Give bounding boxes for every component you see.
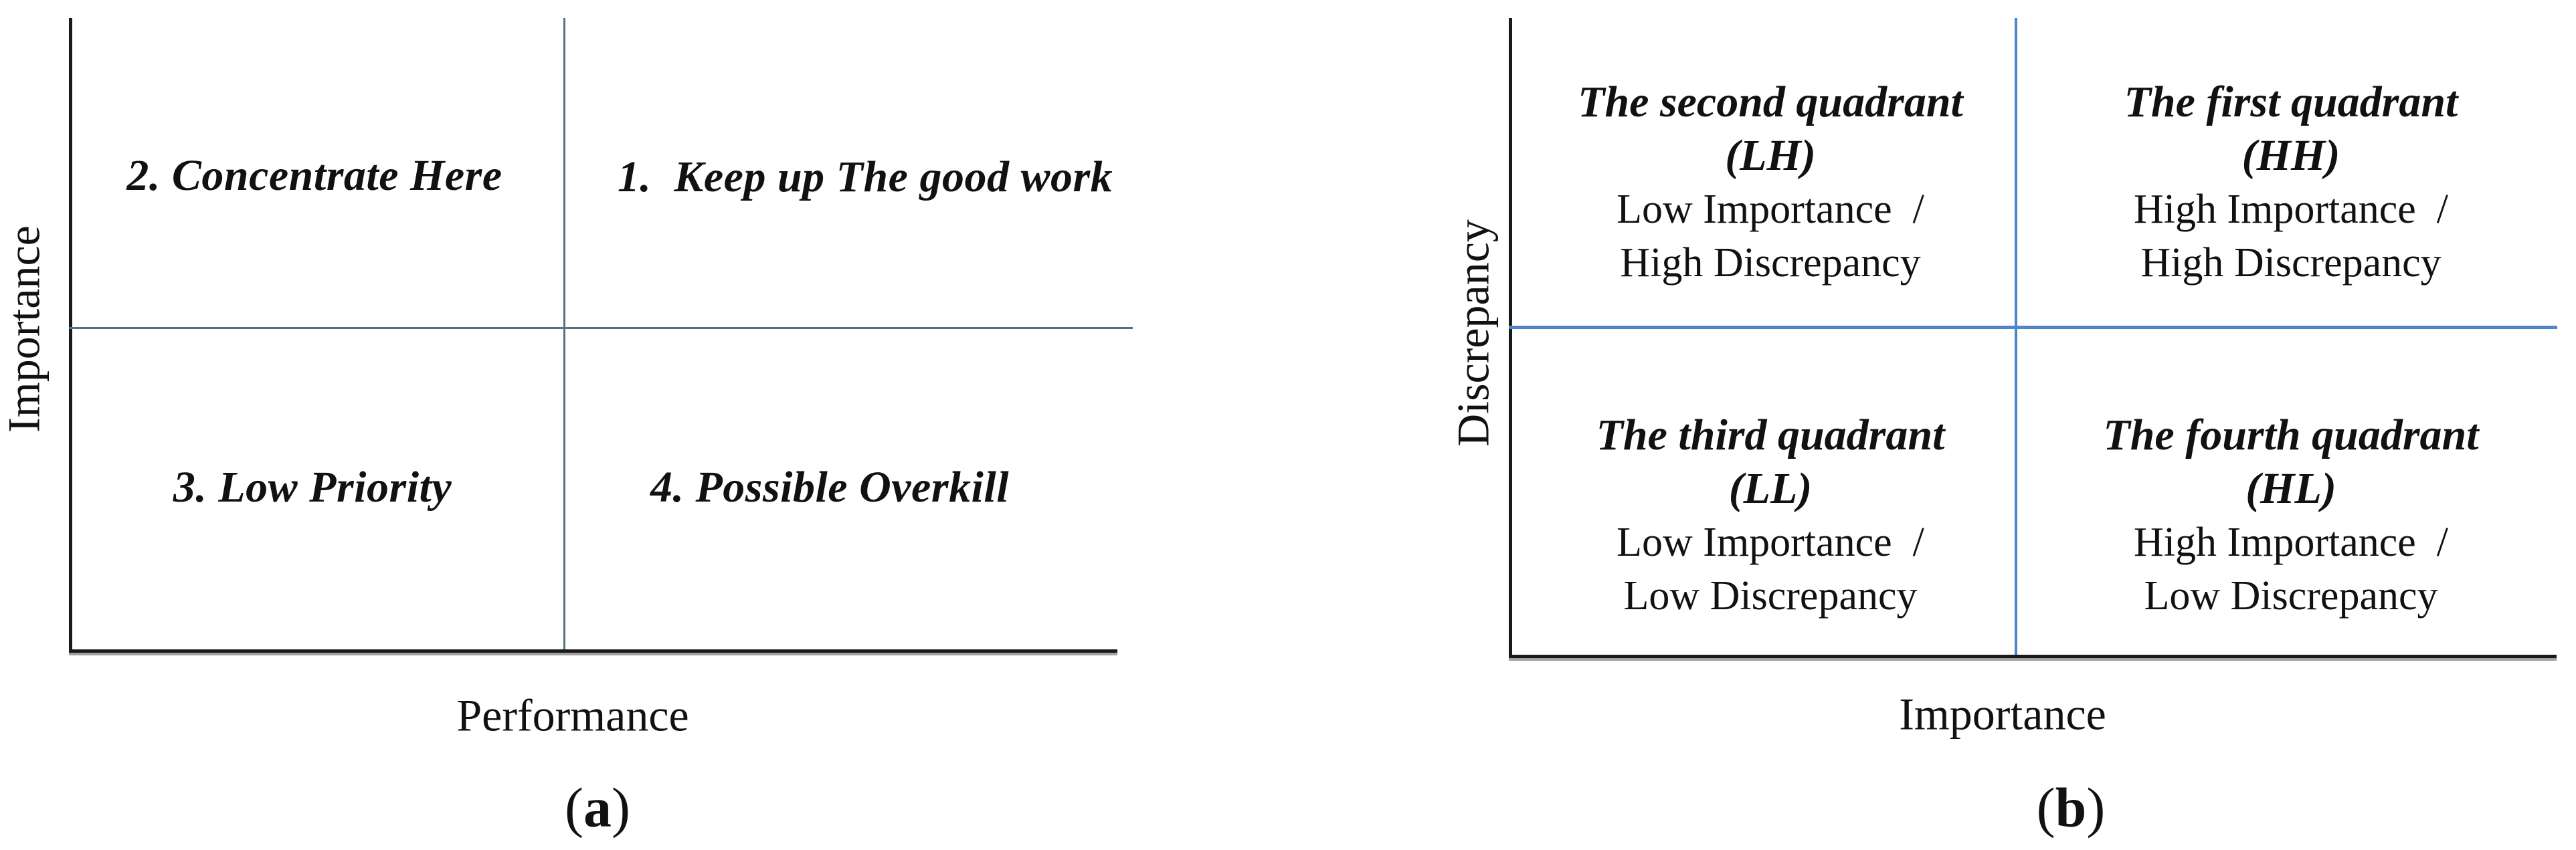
panel-a-x-axis-line (69, 649, 1117, 653)
quadrant-second-code: (LH) (1725, 131, 1816, 180)
panel-a-caption-open-paren: ( (565, 776, 583, 839)
quadrant-third-code: (LL) (1728, 464, 1813, 513)
panel-b-caption-letter: b (2055, 776, 2087, 839)
panel-b-caption: (b) (1952, 711, 2106, 850)
quadrant-fourth-desc-1: High Importance / (2133, 520, 2449, 565)
quadrant-fourth-title: The fourth quadrant (2103, 411, 2479, 459)
panel-a-caption-letter: a (583, 776, 612, 839)
panel-a-x-axis-label: Performance (456, 689, 689, 741)
panel-a-caption: (a) (480, 711, 630, 850)
quadrant-third-desc-2: Low Discrepancy (1623, 573, 1918, 619)
panel-b-quadrant-fourth-block: The fourth quadrant (HL) High Importance… (2103, 409, 2478, 623)
panel-a-quadrant-1-label: 1. Keep up The good work (617, 152, 1113, 201)
quadrant-first-desc-2: High Discrepancy (2140, 240, 2442, 286)
panel-a-horizontal-divider (69, 327, 1133, 329)
panel-a-y-axis-line (69, 18, 72, 652)
quadrant-first-desc-1: High Importance / (2133, 187, 2449, 232)
quadrant-second-desc-2: High Discrepancy (1620, 240, 1921, 286)
panel-b-x-axis-line (1509, 655, 2557, 658)
panel-a-quadrant-2-label: 2. Concentrate Here (126, 151, 502, 200)
panel-b-y-axis-label: Discrepancy (1447, 219, 1499, 447)
panel-a-quadrant-3-label: 3. Low Priority (173, 463, 452, 512)
panel-b-caption-open-paren: ( (2036, 776, 2055, 839)
quadrant-fourth-desc-2: Low Discrepancy (2144, 573, 2438, 619)
panel-b-quadrant-first-block: The first quadrant (HH) High Importance … (2124, 76, 2458, 290)
panel-b-y-axis-line (1509, 18, 1512, 657)
panel-a-caption-close-paren: ) (612, 776, 630, 839)
panel-b-quadrant-third-block: The third quadrant (LL) Low Importance /… (1596, 409, 1945, 623)
panel-b-x-axis-label: Importance (1899, 688, 2106, 740)
panel-b-vertical-divider (2015, 18, 2017, 655)
quadrant-second-title: The second quadrant (1578, 78, 1963, 126)
panel-b-caption-close-paren: ) (2086, 776, 2106, 839)
panel-a-vertical-divider (563, 18, 565, 649)
quadrant-second-desc-1: Low Importance / (1617, 187, 1924, 232)
panel-a-quadrant-4-label: 4. Possible Overkill (650, 463, 1010, 512)
quadrant-fourth-code: (HL) (2245, 464, 2336, 513)
panel-b-quadrant-second-block: The second quadrant (LH) Low Importance … (1578, 76, 1963, 290)
quadrant-first-code: (HH) (2241, 131, 2340, 180)
quadrant-first-title: The first quadrant (2124, 78, 2458, 126)
panel-b-horizontal-divider (1509, 326, 2557, 329)
quadrant-third-title: The third quadrant (1596, 411, 1945, 459)
quadrant-third-desc-1: Low Importance / (1617, 520, 1924, 565)
panel-a-y-axis-label: Importance (0, 225, 50, 433)
